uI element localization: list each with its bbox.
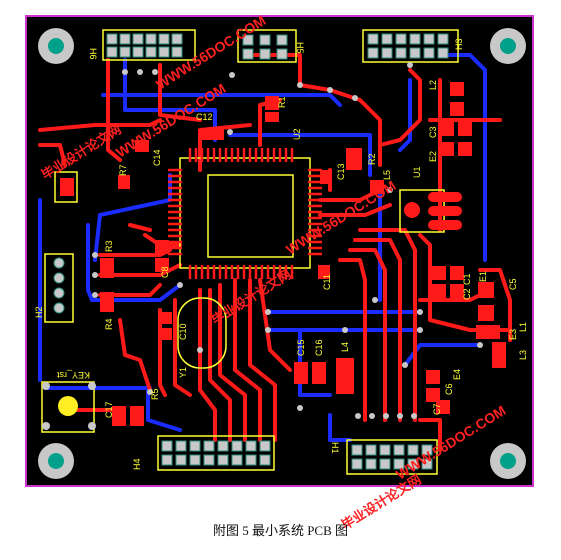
label-Y1: Y1 bbox=[178, 367, 188, 378]
board-outline bbox=[25, 15, 534, 487]
label-C12: C12 bbox=[196, 112, 213, 122]
label-E3: E3 bbox=[508, 329, 518, 340]
smd-pads bbox=[60, 82, 506, 426]
label-L4: L4 bbox=[340, 342, 350, 352]
label-C6: C6 bbox=[444, 383, 454, 395]
U2-inner-outline bbox=[207, 174, 294, 258]
H3-pins bbox=[367, 33, 449, 59]
U1-regulator bbox=[399, 189, 462, 233]
label-C14: C14 bbox=[152, 149, 162, 166]
label-L5: L5 bbox=[382, 170, 392, 180]
bottom-copper-traces bbox=[38, 53, 487, 442]
label-L3: L3 bbox=[518, 350, 528, 360]
header-H1-outline bbox=[346, 439, 438, 475]
label-H6: H6 bbox=[88, 48, 98, 60]
label-H3: H3 bbox=[454, 38, 464, 50]
header-H4-outline bbox=[157, 435, 275, 471]
label-U1: U1 bbox=[412, 166, 422, 178]
label-E1: E1 bbox=[478, 271, 488, 282]
figure-caption: 附图 5 最小系统 PCB 图 bbox=[212, 523, 349, 538]
label-R3: R3 bbox=[104, 240, 114, 252]
H1-pins bbox=[351, 444, 433, 470]
label-key-rst: KEY_rst bbox=[56, 370, 90, 380]
label-C8: C8 bbox=[160, 266, 170, 278]
H6-pins bbox=[106, 33, 183, 58]
label-H4: H4 bbox=[132, 458, 142, 470]
H2-pins bbox=[53, 257, 65, 314]
H5-pins bbox=[242, 34, 288, 60]
label-C17: C17 bbox=[104, 401, 114, 418]
label-R2: R2 bbox=[367, 153, 377, 165]
label-H2: H2 bbox=[34, 306, 44, 318]
label-C7: C7 bbox=[432, 403, 442, 415]
label-R5: R5 bbox=[150, 388, 160, 400]
label-C3: C3 bbox=[428, 126, 438, 138]
key-rst-outline bbox=[41, 381, 95, 433]
label-R7: R7 bbox=[118, 164, 128, 176]
label-U2: U2 bbox=[292, 128, 302, 140]
label-C10: C10 bbox=[178, 323, 188, 340]
label-C2: C2 bbox=[462, 288, 472, 300]
q-outline bbox=[54, 171, 78, 203]
H4-pins bbox=[161, 440, 271, 466]
label-L1: L1 bbox=[518, 322, 528, 332]
header-H5-outline bbox=[237, 29, 297, 63]
label-C15: C15 bbox=[296, 339, 306, 356]
mounting-holes bbox=[38, 28, 526, 479]
header-pins bbox=[53, 33, 449, 470]
key-switch bbox=[42, 382, 96, 430]
header-H6-outline bbox=[102, 29, 196, 61]
label-C11: C11 bbox=[322, 274, 332, 290]
label-L2: L2 bbox=[428, 80, 438, 90]
label-H5: H5 bbox=[295, 42, 305, 54]
qfp-pins bbox=[168, 148, 322, 279]
label-C16: C16 bbox=[314, 339, 324, 356]
Y1-outline bbox=[177, 297, 227, 369]
vias bbox=[92, 62, 483, 419]
label-C1: C1 bbox=[462, 273, 472, 285]
label-C5: C5 bbox=[508, 278, 518, 290]
label-E2: E2 bbox=[428, 151, 438, 162]
header-H2-outline bbox=[44, 253, 74, 323]
label-C13: C13 bbox=[336, 163, 346, 180]
label-H1: H1 bbox=[330, 442, 340, 454]
top-copper-traces bbox=[38, 53, 512, 452]
label-E4: E4 bbox=[452, 369, 462, 380]
header-H3-outline bbox=[362, 29, 459, 63]
label-R4: R4 bbox=[104, 318, 114, 330]
label-R1: R1 bbox=[277, 96, 287, 108]
